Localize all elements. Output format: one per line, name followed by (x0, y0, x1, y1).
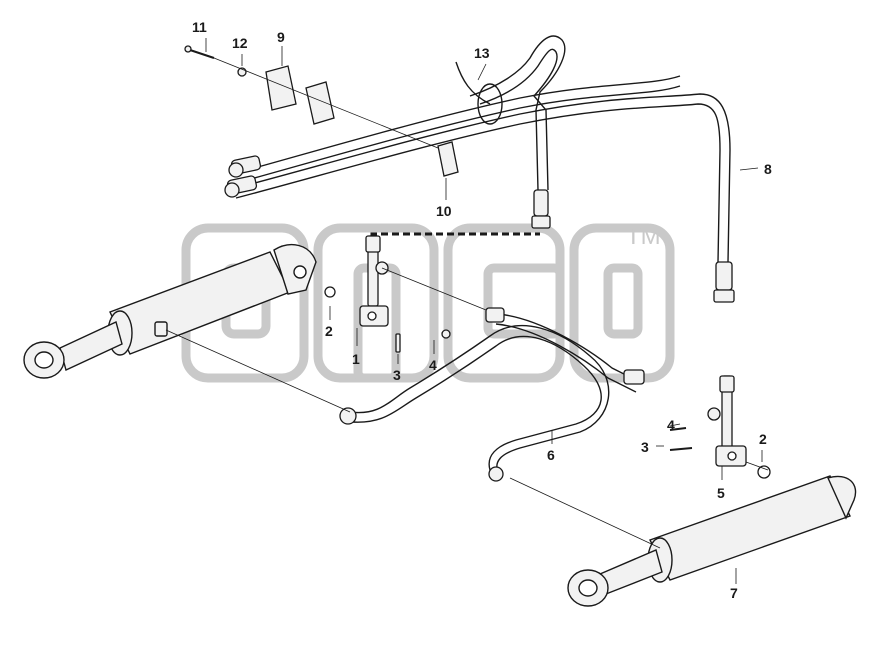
callout-11: 11 (192, 19, 207, 35)
callout-9: 9 (277, 29, 285, 45)
cylinder-left (23, 243, 317, 379)
callout-2-left: 2 (325, 323, 333, 339)
hose-fittings-left (224, 155, 262, 198)
callout-2-right: 2 (759, 431, 767, 447)
cylinder-right (567, 475, 857, 607)
callout-3-right: 3 (641, 439, 649, 455)
hose-bundle-upper (235, 35, 731, 263)
callout-3-left: 3 (393, 367, 401, 383)
callout-8: 8 (764, 161, 772, 177)
callout-13: 13 (474, 45, 490, 61)
valve-block-right (669, 375, 771, 479)
hose-6-fittings (339, 307, 645, 482)
watermark-logo: TM (181, 223, 675, 383)
valve-block-left (324, 235, 451, 353)
callout-labels: 11 12 9 13 10 8 2 1 3 4 6 4 3 2 5 7 (192, 19, 772, 601)
leader-lines (165, 38, 769, 584)
callout-10: 10 (436, 203, 452, 219)
callout-4-left: 4 (429, 357, 437, 373)
callout-1: 1 (352, 351, 360, 367)
callout-6: 6 (547, 447, 555, 463)
callout-4-right: 4 (667, 417, 675, 433)
callout-7: 7 (730, 585, 738, 601)
clamp-assembly (184, 45, 459, 177)
callout-12: 12 (232, 35, 248, 51)
callout-5: 5 (717, 485, 725, 501)
dashed-connection (370, 232, 540, 236)
watermark-trademark: TM (626, 223, 661, 250)
hose-8-fittings (531, 189, 735, 303)
hose-6 (349, 313, 641, 473)
